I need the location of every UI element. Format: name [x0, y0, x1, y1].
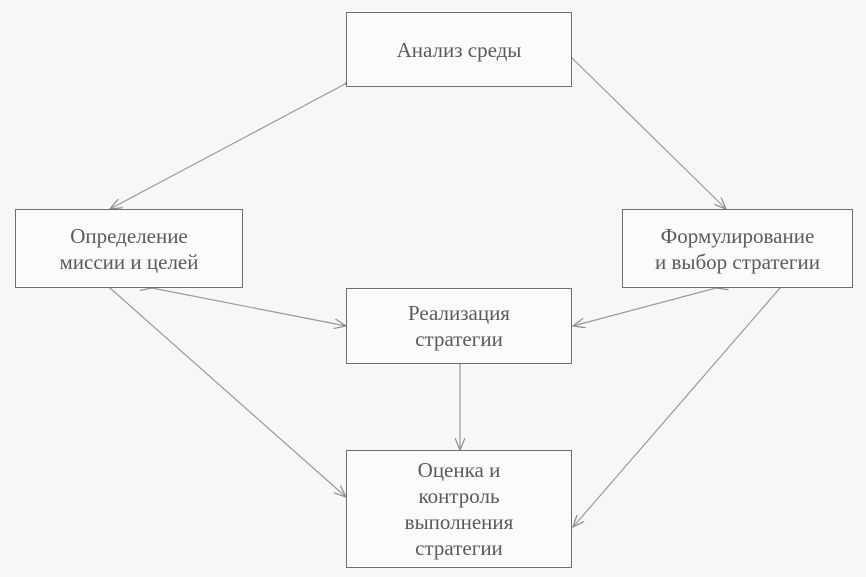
node-strategy-implementation: Реализация стратегии	[346, 288, 572, 364]
node-mission-goals: Определение миссии и целей	[15, 209, 243, 288]
node-label: Формулирование и выбор стратегии	[654, 223, 821, 274]
edge-mission-implementation	[152, 288, 346, 326]
edge-mission-evaluation	[110, 288, 346, 497]
node-label: Реализация стратегии	[408, 301, 510, 351]
edge-formulation-evaluation	[573, 288, 780, 527]
edge-env-mission	[110, 84, 345, 209]
edge-env-formulation	[572, 58, 726, 209]
node-label: Определение миссии и целей	[59, 223, 199, 274]
node-strategy-evaluation: Оценка и контроль выполнения стратегии	[346, 450, 572, 568]
edge-formulation-implementation	[573, 288, 716, 326]
node-strategy-formulation: Формулирование и выбор стратегии	[622, 209, 853, 288]
node-environment-analysis: Анализ среды	[346, 12, 572, 87]
node-label: Анализ среды	[396, 37, 522, 62]
node-label: Оценка и контроль выполнения стратегии	[404, 458, 514, 560]
